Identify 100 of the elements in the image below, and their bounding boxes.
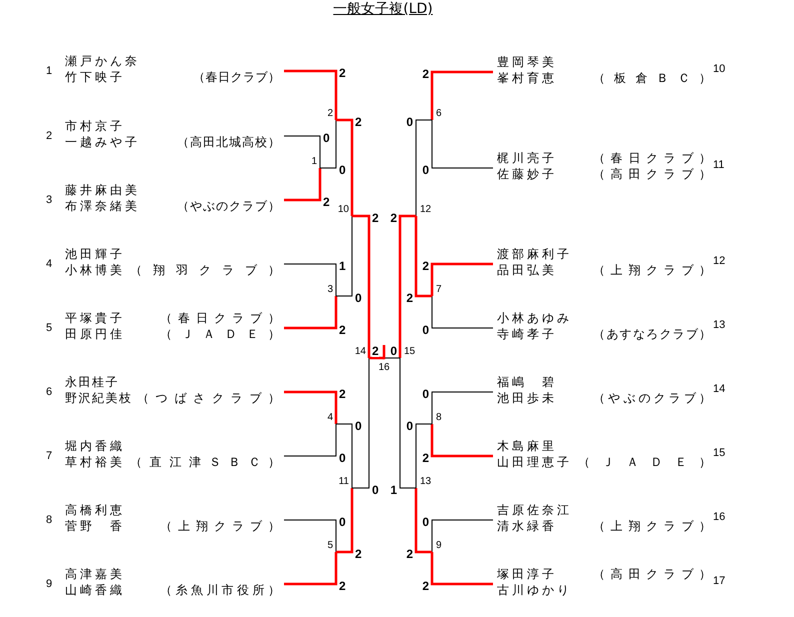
player-name: 梶川亮子: [497, 151, 557, 165]
bracket-line: [284, 136, 320, 168]
club-name: （板倉ＢＣ）: [593, 71, 711, 85]
score-label: 0: [422, 324, 429, 336]
score-label: 2: [323, 196, 330, 208]
match-number: 2: [327, 108, 333, 119]
bracket-line: [336, 488, 354, 554]
bracket-line: [284, 520, 336, 552]
bracket-line: [430, 552, 493, 586]
club-name: （ＪＡＤＥ）: [578, 455, 711, 469]
draw-number: 5: [46, 322, 52, 334]
draw-number: 9: [46, 578, 52, 590]
match-number: 15: [404, 346, 416, 357]
draw-number: 2: [46, 130, 52, 142]
match-number: 6: [436, 108, 442, 119]
score-label: 0: [390, 345, 397, 357]
player-name: 山崎香織: [65, 583, 125, 597]
bracket-line: [284, 264, 336, 296]
bracket-line: [352, 358, 370, 488]
club-name: （あすなろクラブ）: [593, 327, 711, 341]
score-label: 2: [372, 345, 379, 357]
bracket-line: [432, 120, 494, 168]
bracket-line: [432, 296, 494, 328]
match-number: 16: [378, 362, 390, 373]
bracket-line: [336, 424, 352, 488]
player-name: 小林博美: [65, 263, 125, 277]
score-label: 0: [406, 116, 413, 128]
player-name: 布澤奈緒美: [65, 199, 140, 213]
score-label: 0: [339, 452, 346, 464]
player-name: 平塚貴子: [65, 311, 125, 325]
score-label: 2: [406, 292, 413, 304]
bracket-line: [284, 390, 338, 424]
bracket-line: [336, 118, 354, 216]
score-label: 0: [339, 164, 346, 176]
bracket-line: [414, 488, 432, 554]
club-name: （高田クラブ）: [593, 567, 711, 581]
bracket-line: [284, 424, 336, 456]
bracket-line: [336, 216, 352, 296]
score-label: 2: [372, 212, 379, 224]
draw-number: 10: [713, 63, 726, 75]
bracket-line: [432, 392, 494, 424]
match-number: 11: [338, 476, 349, 487]
match-number: 3: [327, 284, 333, 295]
bracket-line: [352, 214, 370, 358]
match-number: 1: [311, 156, 317, 167]
club-name: （春日クラブ）: [160, 311, 280, 325]
player-name: 市村京子: [65, 119, 125, 133]
club-name: （春日クラブ）: [193, 70, 280, 84]
match-number: 9: [436, 540, 442, 551]
player-name: 藤井麻由美: [65, 183, 140, 197]
bracket-line: [284, 70, 338, 120]
club-name: （高田北城高校）: [177, 135, 280, 149]
bracket-line: [284, 296, 338, 330]
draw-number: 8: [46, 514, 52, 526]
score-label: 2: [390, 212, 397, 224]
draw-number: 1: [46, 65, 52, 77]
match-number: 13: [420, 476, 432, 487]
player-name: 野沢紀美枝: [65, 391, 132, 405]
player-name: 池田歩未: [497, 391, 557, 405]
score-label: 0: [406, 420, 413, 432]
bracket-line: [430, 70, 493, 120]
club-name: （やぶのクラブ）: [593, 391, 711, 405]
draw-number: 15: [713, 447, 726, 459]
club-name: （やぶのクラブ）: [177, 199, 280, 213]
draw-number: 6: [46, 386, 52, 398]
score-label: 2: [339, 388, 346, 400]
player-name: 吉原佐奈江: [497, 503, 572, 517]
draw-number: 4: [46, 258, 52, 270]
bracket-line: [284, 552, 338, 586]
match-number: 10: [338, 204, 349, 215]
player-name: 瀬戸かん奈: [65, 54, 140, 68]
bracket-line: [398, 214, 416, 358]
bracket-line: [430, 262, 493, 296]
player-name: 福嶋 碧: [497, 375, 557, 389]
score-label: 1: [390, 484, 397, 496]
bracket-line: [400, 358, 416, 488]
player-name: 清水緑香: [497, 519, 557, 533]
score-label: 2: [339, 67, 346, 79]
draw-number: 14: [713, 383, 726, 395]
score-label: 0: [422, 164, 429, 176]
player-name: 永田桂子: [65, 375, 119, 389]
match-number: 7: [436, 284, 442, 295]
match-number: 5: [327, 540, 333, 551]
bracket-line: [432, 520, 494, 552]
bracket-line: [430, 424, 493, 458]
score-label: 2: [422, 68, 429, 80]
club-name: （上翔クラブ）: [593, 263, 711, 277]
player-name: 塚田淳子: [497, 567, 557, 581]
bracket-line: [414, 216, 432, 298]
player-name: 山田理恵子: [497, 455, 572, 469]
player-name: 渡部麻利子: [497, 247, 572, 261]
score-label: 2: [355, 548, 362, 560]
club-name: （上翔クラブ）: [593, 519, 711, 533]
score-label: 0: [422, 388, 429, 400]
score-label: 0: [372, 484, 379, 496]
draw-number: 12: [713, 255, 726, 267]
player-name: 寺崎孝子: [497, 327, 557, 341]
player-name: 小林あゆみ: [497, 311, 572, 325]
player-name: 高津嘉美: [65, 567, 125, 581]
player-name: 草村裕美: [65, 455, 125, 469]
